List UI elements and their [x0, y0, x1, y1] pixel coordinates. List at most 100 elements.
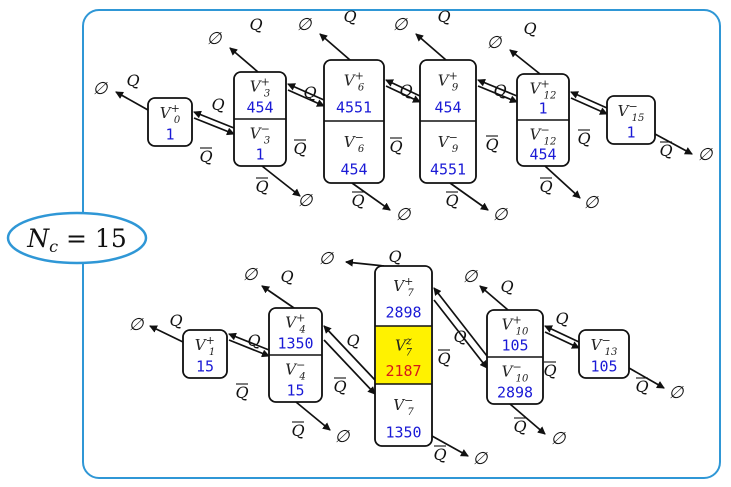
arrow-q-v12-v9 — [477, 78, 518, 97]
node-label-V7m: V−7 — [393, 394, 414, 418]
arrow-qbar-v4-v7 — [323, 339, 376, 395]
node-label-V6m: V−6 — [344, 131, 365, 155]
arrow-qbar-v1-v4 — [228, 339, 270, 358]
arrow-qbar-empty-v3 — [261, 165, 301, 197]
arrow-qbar-empty-v9 — [449, 182, 489, 211]
node-label-V3p: V+3 — [250, 76, 270, 100]
edge-label-q: Q — [169, 311, 182, 330]
node-value-V7z: 2187 — [385, 362, 421, 380]
edge-label-qbar: Q — [389, 137, 402, 156]
title-sub: c — [49, 237, 58, 256]
node-value-V7m: 1350 — [385, 423, 421, 441]
empty-set-symbol: ∅ — [297, 15, 313, 35]
arrow-q-v6-v3 — [287, 83, 325, 101]
node-v0: V+01 — [147, 97, 193, 147]
edge-label-qbar: Q — [437, 349, 450, 368]
node-label-V13m: V−13 — [591, 334, 618, 358]
arrow-q-empty-v9 — [415, 33, 447, 61]
edge-label-qbar: Q — [539, 177, 552, 196]
arrow-q-empty-v6 — [319, 33, 351, 61]
arrow-q-v7-v4 — [323, 325, 376, 381]
arrow-qbar-v3-v6 — [287, 89, 325, 107]
arrow-q-v4-v1 — [228, 332, 270, 351]
node-label-V4p: V+4 — [285, 312, 305, 336]
edge-label-qbar: Q — [351, 191, 364, 210]
node-label-V0p: V+0 — [160, 102, 181, 126]
edge-label-q: Q — [211, 95, 224, 114]
node-label-V10p: V+10 — [502, 314, 529, 338]
arrow-qbar-v6-v9 — [385, 85, 421, 103]
arrow-q-empty-v1 — [149, 325, 184, 343]
edge-label-qbar: Q — [291, 421, 304, 440]
arrow-q-empty-v3 — [229, 47, 259, 73]
title-n: N — [26, 224, 50, 253]
edge-label-q: Q — [126, 71, 139, 90]
edge-label-qbar: Q — [235, 383, 248, 402]
empty-set-symbol: ∅ — [207, 29, 223, 49]
empty-set-symbol: ∅ — [463, 267, 479, 287]
edge-label-q: Q — [555, 309, 568, 328]
edge-label-qbar: Q — [577, 129, 590, 148]
arrow-qbar-empty-v12 — [544, 165, 581, 199]
node-value-V10p: 105 — [501, 336, 528, 354]
edge-label-q: Q — [388, 247, 401, 266]
node-label-V10m: V−10 — [502, 361, 529, 385]
edge-label-q: Q — [437, 7, 450, 26]
empty-set-symbol: ∅ — [396, 205, 412, 225]
edge-label-q: Q — [493, 81, 506, 100]
edge-label-qbar: Q — [199, 147, 212, 166]
edge-label-qbar: Q — [543, 361, 556, 380]
node-value-V6p: 4551 — [336, 98, 372, 116]
node-value-V12m: 454 — [529, 146, 556, 164]
empty-set-symbol: ∅ — [669, 383, 685, 403]
empty-set-symbol: ∅ — [319, 249, 335, 269]
arrow-qbar-v7-v10 — [433, 299, 488, 369]
edge-label-q: Q — [399, 81, 412, 100]
empty-set-symbol: ∅ — [335, 427, 351, 447]
node-value-V12p: 1 — [538, 100, 547, 118]
empty-set-symbol: ∅ — [698, 145, 714, 165]
arrow-qbar-v0-v3 — [193, 117, 235, 136]
node-v15: V−151 — [606, 95, 656, 145]
edge-label-q: Q — [453, 327, 466, 346]
empty-set-symbol: ∅ — [129, 315, 145, 335]
arrow-q-empty-v12 — [509, 49, 541, 75]
node-label-V12m: V−12 — [530, 123, 557, 147]
arrow-q-empty-v0 — [115, 91, 149, 111]
node-value-V9m: 4551 — [430, 160, 466, 178]
arrow-qbar-v10-v13 — [544, 331, 580, 349]
nodes-layer: V+01V+3454V−31V+64551V−6454V+9454V−94551… — [147, 59, 656, 447]
empty-set-symbol: ∅ — [243, 265, 259, 285]
arrow-q-empty-v4 — [261, 285, 295, 309]
nc-label: Nc = 15 — [6, 211, 148, 265]
arrow-q-empty-v7 — [345, 258, 385, 267]
edge-label-q: Q — [343, 7, 356, 26]
edge-label-qbar: Q — [445, 191, 458, 210]
empty-set-symbol: ∅ — [393, 15, 409, 35]
empty-set-symbol: ∅ — [551, 429, 567, 449]
arrow-qbar-v9-v12 — [477, 85, 518, 104]
node-label-V4m: V−4 — [285, 359, 305, 383]
svg-text:Nc = 15: Nc = 15 — [26, 224, 127, 256]
node-value-V9p: 454 — [434, 98, 461, 116]
node-label-V3m: V−3 — [250, 123, 270, 147]
node-value-V4m: 15 — [286, 381, 304, 399]
edge-label-qbar: Q — [659, 141, 672, 160]
arrow-qbar-empty-v4 — [295, 401, 331, 431]
node-value-V10m: 2898 — [497, 383, 533, 401]
arrow-qbar-empty-v10 — [509, 403, 546, 435]
node-value-V15m: 1 — [626, 123, 635, 141]
empty-set-symbol: ∅ — [298, 191, 314, 211]
node-value-V1p: 15 — [196, 357, 214, 375]
arrow-qbar-empty-v15 — [654, 133, 693, 155]
arrow-qbar-v12-v15 — [570, 97, 608, 115]
edge-label-q: Q — [346, 331, 359, 350]
node-value-V13m: 105 — [590, 357, 617, 375]
